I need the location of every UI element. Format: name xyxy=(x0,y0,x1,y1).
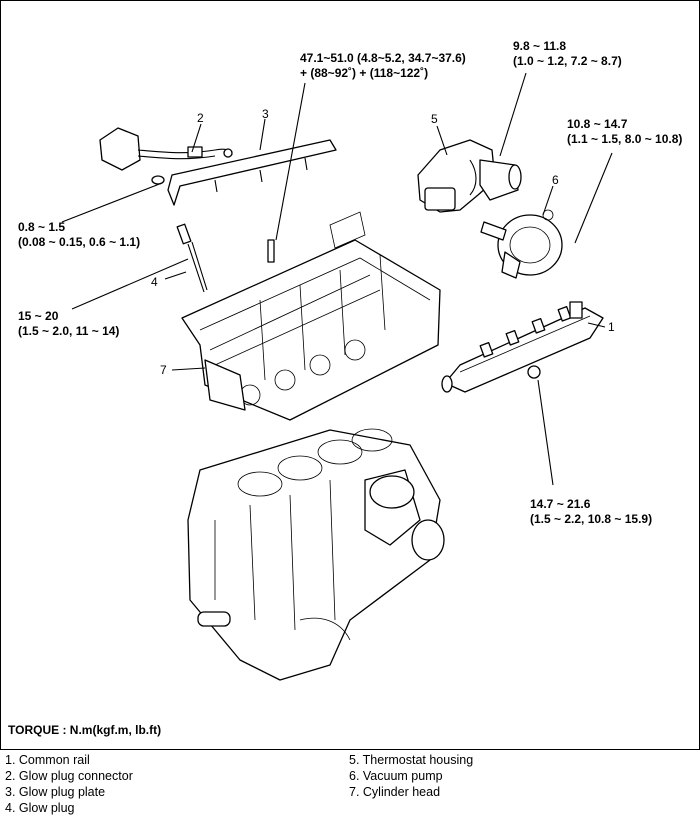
legend-item: 7. Cylinder head xyxy=(349,785,441,799)
torque-value: 9.8 ~ 11.8 xyxy=(513,39,567,53)
torque-spec-vacuum-pump-bolt: 10.8 ~ 14.7 (1.1 ~ 1.5, 8.0 ~ 10.8) xyxy=(567,117,682,147)
callout-1: 1 xyxy=(608,320,615,334)
callout-4: 4 xyxy=(151,275,158,289)
torque-angle: + (88~92˚) + (118~122˚) xyxy=(300,66,429,80)
glow-plug-nut xyxy=(151,175,165,185)
engine-exploded-view xyxy=(61,72,613,681)
torque-alt-units: (1.1 ~ 1.5, 8.0 ~ 10.8) xyxy=(567,132,683,146)
vacuum-pump xyxy=(480,209,563,279)
leader-lines xyxy=(61,72,613,486)
cylinder-block xyxy=(187,428,445,681)
legend-item: 6. Vacuum pump xyxy=(349,769,443,783)
legend-left: 1. Common rail 2. Glow plug connector 3.… xyxy=(5,752,133,816)
callout-2: 2 xyxy=(197,111,204,125)
torque-value: 10.8 ~ 14.7 xyxy=(567,117,628,131)
torque-alt-units: (1.5 ~ 2.2, 10.8 ~ 15.9) xyxy=(530,512,653,526)
torque-unit-label: TORQUE : N.m(kgf.m, lb.ft) xyxy=(8,723,162,737)
legend-item: 4. Glow plug xyxy=(5,801,75,815)
torque-spec-glow-plug-nut: 0.8 ~ 1.5 (0.08 ~ 0.15, 0.6 ~ 1.1) xyxy=(18,220,140,250)
torque-alt-units: (0.08 ~ 0.15, 0.6 ~ 1.1) xyxy=(18,235,141,249)
torque-alt-units: (1.0 ~ 1.2, 7.2 ~ 8.7) xyxy=(513,54,622,68)
legend-item: 3. Glow plug plate xyxy=(5,785,106,799)
glow-plug-connector xyxy=(99,127,233,171)
callout-3: 3 xyxy=(262,107,269,121)
glow-plug-plate xyxy=(167,139,337,206)
torque-value: 0.8 ~ 1.5 xyxy=(18,220,66,234)
torque-value: 14.7 ~ 21.6 xyxy=(530,497,591,511)
legend-right: 5. Thermostat housing 6. Vacuum pump 7. … xyxy=(349,752,473,800)
torque-alt-units: (1.5 ~ 2.0, 11 ~ 14) xyxy=(18,324,120,338)
common-rail xyxy=(441,301,604,393)
callout-6: 6 xyxy=(552,173,559,187)
glow-plug xyxy=(176,223,208,293)
callout-7: 7 xyxy=(160,363,167,377)
torque-spec-glow-plug: 15 ~ 20 (1.5 ~ 2.0, 11 ~ 14) xyxy=(18,309,119,339)
torque-spec-head-bolt: 47.1~51.0 (4.8~5.2, 34.7~37.6) + (88~92˚… xyxy=(300,51,466,81)
torque-value: 47.1~51.0 (4.8~5.2, 34.7~37.6) xyxy=(300,51,466,65)
callout-5: 5 xyxy=(431,112,438,126)
legend-item: 5. Thermostat housing xyxy=(349,753,474,767)
torque-spec-thermostat-bolt: 9.8 ~ 11.8 (1.0 ~ 1.2, 7.2 ~ 8.7) xyxy=(513,39,622,69)
legend-item: 2. Glow plug connector xyxy=(5,769,133,783)
cylinder-head xyxy=(181,211,441,421)
torque-spec-rail-bolt: 14.7 ~ 21.6 (1.5 ~ 2.2, 10.8 ~ 15.9) xyxy=(530,497,652,527)
thermostat-housing xyxy=(417,139,522,213)
torque-value: 15 ~ 20 xyxy=(18,309,59,323)
legend-item: 1. Common rail xyxy=(5,753,90,767)
